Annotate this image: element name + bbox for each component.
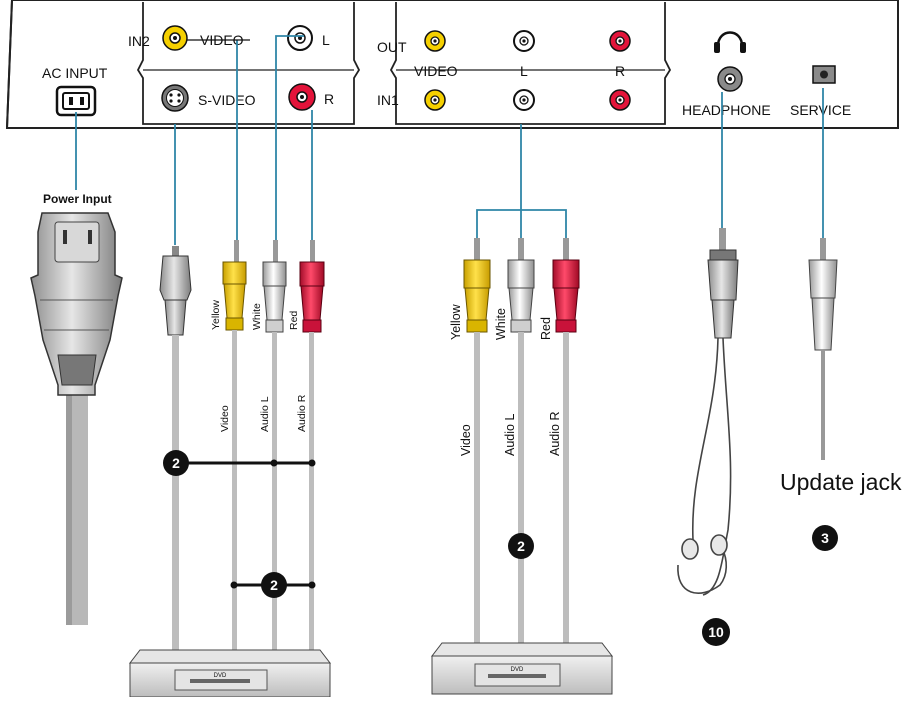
in1-r-jack-icon <box>609 89 631 111</box>
left-yellow-plug <box>222 240 247 655</box>
headphone-icon <box>714 31 746 53</box>
in1-label: IN1 <box>377 92 399 108</box>
out-in1-l-label: L <box>520 63 528 79</box>
out-in1-video-label: VIDEO <box>414 63 458 79</box>
step-badge-2-lower: 2 <box>261 572 287 598</box>
left-red-plug <box>299 240 325 655</box>
in2-video-jack-icon <box>162 25 188 51</box>
service-plug <box>808 238 838 460</box>
power-plug <box>30 212 123 625</box>
out-video-jack-icon <box>424 30 446 52</box>
mid-yellow-label: Yellow <box>449 303 463 340</box>
left-white-label: White <box>251 303 263 330</box>
in2-l-jack-icon <box>287 25 313 51</box>
step-badge-2-middle: 2 <box>508 533 534 559</box>
left-red-label: Red <box>288 311 300 330</box>
headphone-jack-icon <box>717 66 743 92</box>
out-label: OUT <box>377 39 407 55</box>
mid-video-label: Video <box>459 424 473 456</box>
power-input-label: Power Input <box>43 192 112 206</box>
in1-l-jack-icon <box>513 89 535 111</box>
step-badge-3: 3 <box>812 525 838 551</box>
in1-video-jack-icon <box>424 89 446 111</box>
step-badge-2-upper: 2 <box>163 450 189 476</box>
out-in1-r-label: R <box>615 63 625 79</box>
cable-lines <box>75 35 824 263</box>
in2-r-label: R <box>324 91 334 107</box>
step-badge-10: 10 <box>702 618 730 646</box>
mid-audio-l-label: Audio L <box>503 414 517 456</box>
svideo-label: S-VIDEO <box>198 92 256 108</box>
service-label: SERVICE <box>790 102 851 118</box>
in2-r-jack-icon <box>288 83 316 111</box>
mid-white-plug <box>507 238 535 652</box>
in2-l-label: L <box>322 32 330 48</box>
svideo-plug <box>159 246 192 655</box>
svg-text:2: 2 <box>270 577 278 593</box>
service-port-icon <box>812 65 836 84</box>
out-l-jack-icon <box>513 30 535 52</box>
connection-bar-upper <box>180 459 316 467</box>
mid-yellow-plug <box>463 238 491 652</box>
left-white-plug <box>262 240 287 655</box>
left-audio-l-label: Audio L <box>259 396 271 432</box>
svg-text:2: 2 <box>517 538 525 554</box>
svideo-jack-icon <box>161 84 189 112</box>
update-jack-label: Update jack <box>780 469 902 495</box>
earphones <box>677 337 732 596</box>
mid-red-plug <box>552 238 580 652</box>
svg-text:2: 2 <box>172 455 180 471</box>
mid-audio-r-label: Audio R <box>548 412 562 456</box>
dvd-player-left: DVD <box>128 649 332 698</box>
ac-input-label: AC INPUT <box>42 65 108 81</box>
out-r-jack-icon <box>609 30 631 52</box>
svg-text:3: 3 <box>821 530 829 546</box>
mid-white-label: White <box>494 308 508 340</box>
ac-input-socket <box>55 85 97 117</box>
mid-red-label: Red <box>539 317 553 340</box>
in2-label: IN2 <box>128 33 150 49</box>
dvd-player-middle: DVD <box>430 642 614 695</box>
left-audio-r-label: Audio R <box>296 394 308 432</box>
svg-text:DVD: DVD <box>214 673 227 679</box>
headphone-label: HEADPHONE <box>682 102 771 118</box>
headphone-plug <box>707 228 739 339</box>
left-video-label: Video <box>219 405 231 432</box>
svg-text:DVD: DVD <box>511 667 524 673</box>
svg-text:10: 10 <box>708 624 724 640</box>
left-yellow-label: Yellow <box>210 300 222 330</box>
